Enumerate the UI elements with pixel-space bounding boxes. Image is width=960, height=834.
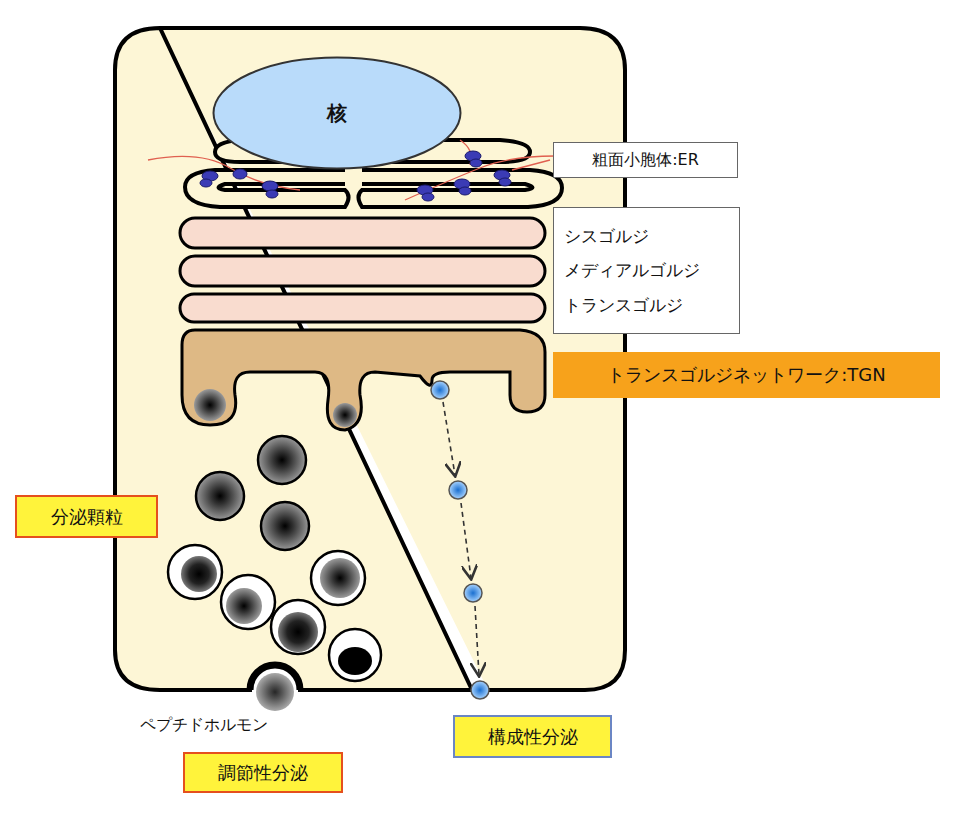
node-text: 粗面小胞体:ER (592, 150, 699, 169)
budding-granules (194, 389, 357, 427)
node-text: 構成性分泌 (488, 726, 578, 748)
label-box: 粗面小胞体:ER (553, 142, 738, 178)
nucleus: 核 (212, 56, 462, 170)
node-text: シスゴルジ (564, 226, 649, 246)
nucleus-outline (214, 58, 461, 169)
label-box: シスゴルジメディアルゴルジトランスゴルジ (553, 207, 740, 334)
node-text: 調節性分泌 (218, 762, 308, 784)
highlight-label: 分泌顆粒 (15, 495, 158, 538)
tgn (182, 330, 545, 430)
transport-arrows (443, 402, 479, 675)
cell-membrane (115, 28, 625, 690)
node-text: トランスゴルジ (564, 295, 683, 315)
node-text: 核 (327, 101, 347, 125)
tgn-label: トランスゴルジネットワーク:TGN (553, 352, 940, 398)
exocytosis (250, 665, 300, 711)
highlight-label: 構成性分泌 (453, 715, 612, 758)
constitutive-vesicles (431, 381, 489, 699)
secretory-granules (168, 436, 381, 681)
leader-line (512, 160, 550, 170)
node-text: 分泌顆粒 (51, 506, 123, 528)
node-text: トランスゴルジネットワーク:TGN (607, 364, 885, 386)
node-text: メディアルゴルジ (564, 260, 700, 280)
caption-label: ペプチドホルモン (140, 715, 268, 736)
golgi-stack (180, 218, 545, 322)
highlight-label: 調節性分泌 (183, 752, 343, 793)
